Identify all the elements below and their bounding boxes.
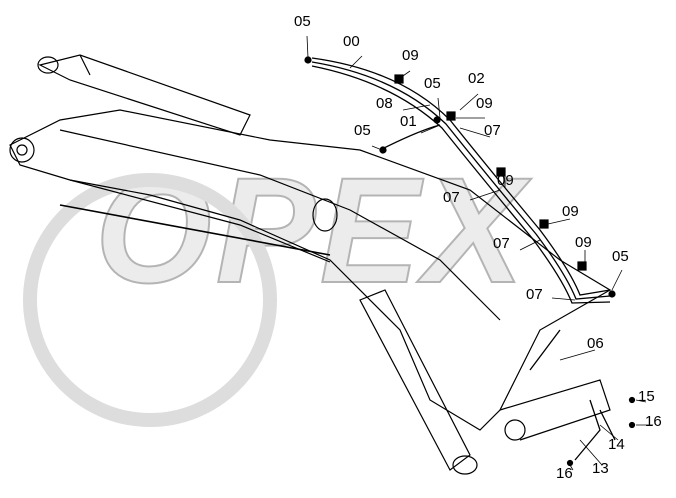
callout-00: 00 [343,33,360,50]
callout-07: 07 [526,286,543,303]
callout-16: 16 [556,465,573,482]
callout-08: 08 [376,95,393,112]
arm-cylinder [359,289,478,475]
callout-07: 07 [484,122,501,139]
boom [9,109,612,431]
arm-end [499,379,611,441]
callout-09: 09 [497,172,514,189]
callout-05: 05 [354,122,371,139]
callout-15: 15 [638,388,655,405]
hose-lines [311,57,616,461]
callout-14: 14 [608,436,625,453]
callout-13: 13 [592,460,609,477]
callout-09: 09 [562,203,579,220]
callout-05: 05 [294,13,311,30]
callout-09: 09 [575,234,592,251]
callout-05: 05 [612,248,629,265]
callout-09: 09 [476,95,493,112]
boom-cylinder [37,54,251,136]
gear-watermark [23,173,277,427]
leader-lines [306,35,653,471]
fittings [304,56,636,467]
callout-01: 01 [400,113,417,130]
callout-02: 02 [468,70,485,87]
callout-05: 05 [424,75,441,92]
callout-06: 06 [587,335,604,352]
callout-16: 16 [645,413,662,430]
callout-07: 07 [493,235,510,252]
callout-07: 07 [443,189,460,206]
callout-09: 09 [402,47,419,64]
